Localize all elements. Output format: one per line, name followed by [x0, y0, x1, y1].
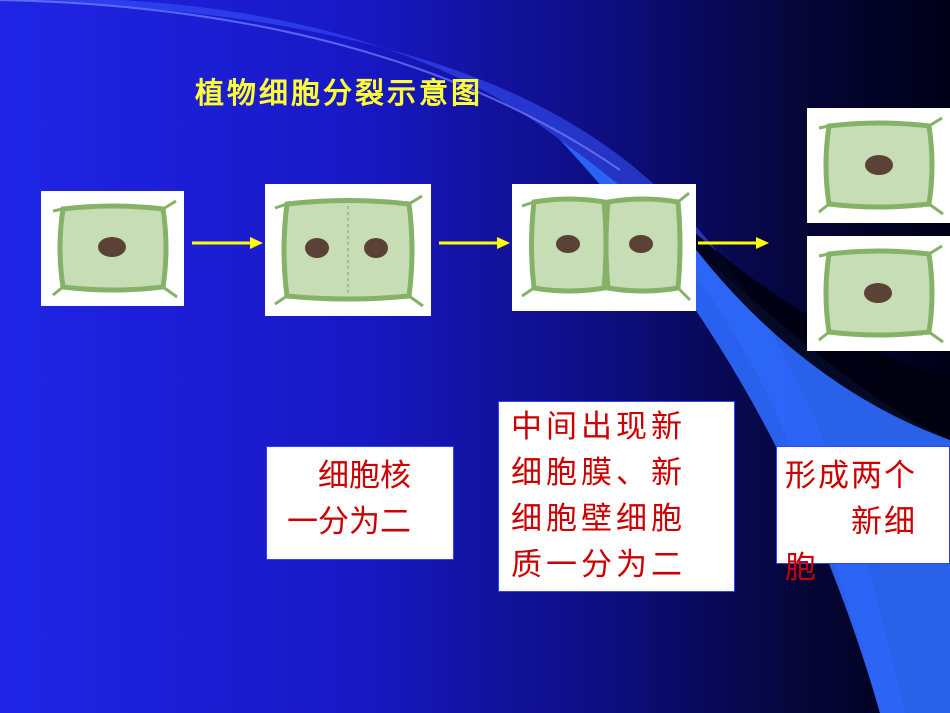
nucleus [556, 235, 580, 253]
caption-line: 中间出现新 [511, 409, 686, 445]
cell-panel-stage-3 [512, 184, 696, 311]
cell-diagram-stage-4a [818, 116, 944, 216]
caption-line: 胞 [785, 550, 818, 586]
nucleus [305, 238, 329, 258]
caption-line: 细胞核 [287, 458, 411, 494]
cell-diagram-stage-2 [274, 194, 424, 308]
arrow-1 [190, 234, 264, 256]
cell-panel-stage-4b [807, 236, 950, 351]
caption-new-membrane-wall: 中间出现新 细胞膜、新 细胞壁细胞 质一分为二 [498, 401, 735, 592]
caption-line: 质一分为二 [511, 547, 686, 583]
caption-line: 新细 [785, 504, 917, 540]
cell-panel-stage-4a [807, 108, 950, 223]
nucleus [865, 155, 893, 175]
nucleus [98, 237, 126, 257]
arrow-3 [696, 234, 770, 256]
cell-diagram-stage-4b [818, 244, 944, 344]
caption-nucleus-divides: 细胞核 一分为二 [266, 446, 454, 560]
page-title: 植物细胞分裂示意图 [195, 76, 484, 110]
nucleus [864, 283, 892, 303]
arrow-2 [437, 234, 511, 256]
caption-two-new-cells: 形成两个 新细 胞 [776, 446, 950, 586]
cell-diagram-stage-1 [52, 199, 178, 299]
cell-panel-stage-1 [41, 191, 184, 306]
cell-diagram-stage-3 [521, 191, 692, 302]
cell-panel-stage-2 [265, 184, 431, 316]
caption-line: 形成两个 [785, 458, 917, 494]
caption-line: 细胞壁细胞 [511, 501, 686, 537]
caption-line: 细胞膜、新 [511, 455, 686, 491]
nucleus [364, 238, 388, 258]
caption-line: 一分为二 [287, 504, 411, 540]
nucleus [629, 235, 653, 253]
